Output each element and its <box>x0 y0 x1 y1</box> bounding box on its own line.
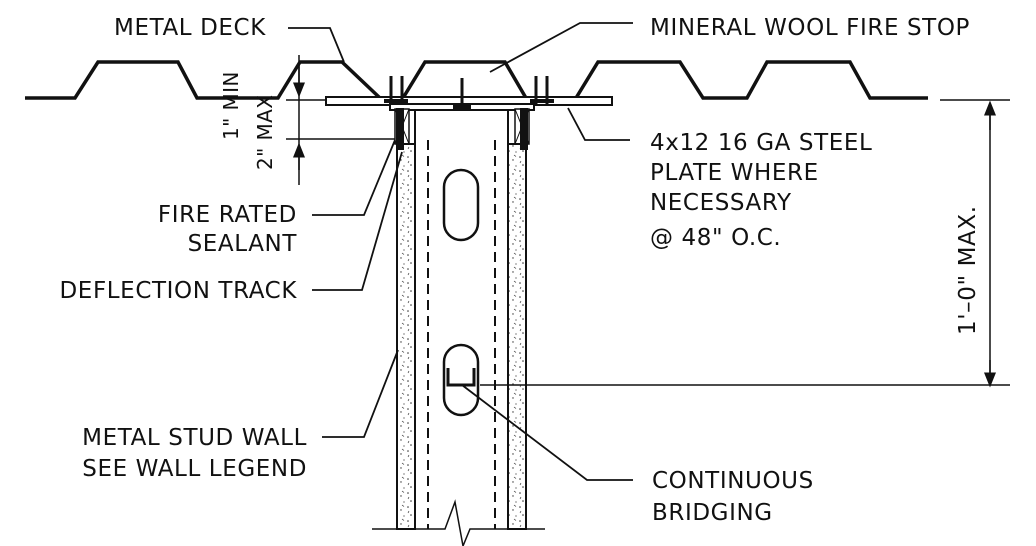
dim-gap-min: 1" MIN <box>219 71 243 140</box>
label-stud-wall-line2: SEE WALL LEGEND <box>82 456 307 482</box>
label-mineral-wool: MINERAL WOOL FIRE STOP <box>650 15 970 41</box>
label-deflection-track: DEFLECTION TRACK <box>60 278 298 304</box>
label-steel-plate-line2: PLATE WHERE <box>650 160 819 186</box>
max-height-dimension <box>480 99 1010 388</box>
metal-deck <box>25 60 928 100</box>
label-metal-deck: METAL DECK <box>114 15 266 41</box>
fire-rated-sealant <box>396 108 528 150</box>
label-stud-wall-line1: METAL STUD WALL <box>82 425 307 451</box>
dim-max-height: 1'–0" MAX. <box>955 205 981 335</box>
metal-stud <box>414 110 509 529</box>
leader-lines <box>288 22 633 481</box>
label-steel-plate-line4: @ 48" O.C. <box>650 225 781 251</box>
dim-gap-max: 2" MAX <box>253 95 277 170</box>
stud-punchout-bottom <box>442 343 480 417</box>
stud-punchout-top <box>442 168 480 242</box>
label-steel-plate-line3: NECESSARY <box>650 190 792 216</box>
gap-dimension <box>286 55 400 185</box>
continuous-bridging <box>446 368 476 387</box>
label-bridging-line2: BRIDGING <box>652 500 773 526</box>
anchors <box>384 76 554 110</box>
label-bridging-line1: CONTINUOUS <box>652 468 814 494</box>
label-fire-sealant-line1: FIRE RATED <box>158 202 297 228</box>
label-steel-plate-line1: 4x12 16 GA STEEL <box>650 130 872 156</box>
label-fire-sealant-line2: SEALANT <box>188 231 298 257</box>
break-line <box>372 499 545 546</box>
